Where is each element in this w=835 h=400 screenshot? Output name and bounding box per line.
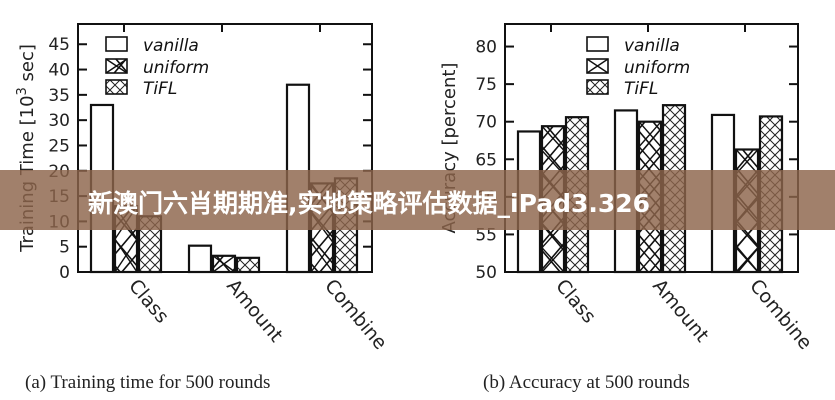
overlay-banner (0, 170, 835, 230)
x-tick-label: Amount (222, 275, 287, 346)
x-tick-labels: Class Amount Combine (124, 275, 391, 354)
x-tick-label: Combine (320, 275, 391, 354)
legend-label-uniform: uniform (143, 58, 209, 78)
plot-frame (77, 23, 373, 273)
y-tick-label: 30 (48, 111, 70, 131)
legend-swatch-vanilla (105, 36, 128, 52)
x-tick-label: Class (124, 275, 173, 327)
y-tick-label: 0 (59, 263, 70, 283)
plot-frame (504, 23, 799, 273)
x-tick-labels: Class Amount Combine (551, 275, 816, 354)
y-tick-label: 25 (48, 136, 70, 156)
y-tick-label: 75 (475, 75, 497, 95)
x-tick-label: Combine (745, 275, 816, 354)
x-tick-label: Amount (648, 275, 713, 346)
legend-swatch-tifl (105, 79, 128, 95)
y-tick-label: 35 (48, 86, 70, 106)
legend-label-vanilla: vanilla (143, 36, 199, 56)
x-tick-label: Class (551, 275, 600, 327)
legend-swatch-tifl (586, 79, 609, 95)
legend: vanilla uniform TiFL (105, 36, 209, 99)
y-tick-label: 70 (475, 113, 497, 133)
legend: vanilla uniform TiFL (586, 36, 690, 99)
legend-label-tifl: TiFL (143, 79, 177, 99)
bar-tifl-amount (235, 256, 261, 274)
legend-swatch-vanilla (586, 36, 609, 52)
y-tick-label: 50 (475, 263, 497, 283)
legend-label-uniform: uniform (624, 58, 690, 78)
overlay-banner-text: 新澳门六肖期期准,实地策略评估数据_iPad3.326 (88, 189, 651, 218)
legend-label-tifl: TiFL (624, 79, 658, 99)
y-tick-label: 65 (475, 150, 497, 170)
y-tick-label: 55 (475, 225, 497, 245)
y-tick-label: 40 (48, 61, 70, 81)
legend-label-vanilla: vanilla (624, 36, 680, 56)
caption-left: (a) Training time for 500 rounds (25, 372, 271, 393)
bar-vanilla-amount (187, 244, 213, 274)
y-tick-label: 5 (59, 238, 70, 258)
y-tick-label: 45 (48, 35, 70, 55)
y-tick-label: 80 (475, 38, 497, 58)
caption-right: (b) Accuracy at 500 rounds (483, 372, 690, 393)
